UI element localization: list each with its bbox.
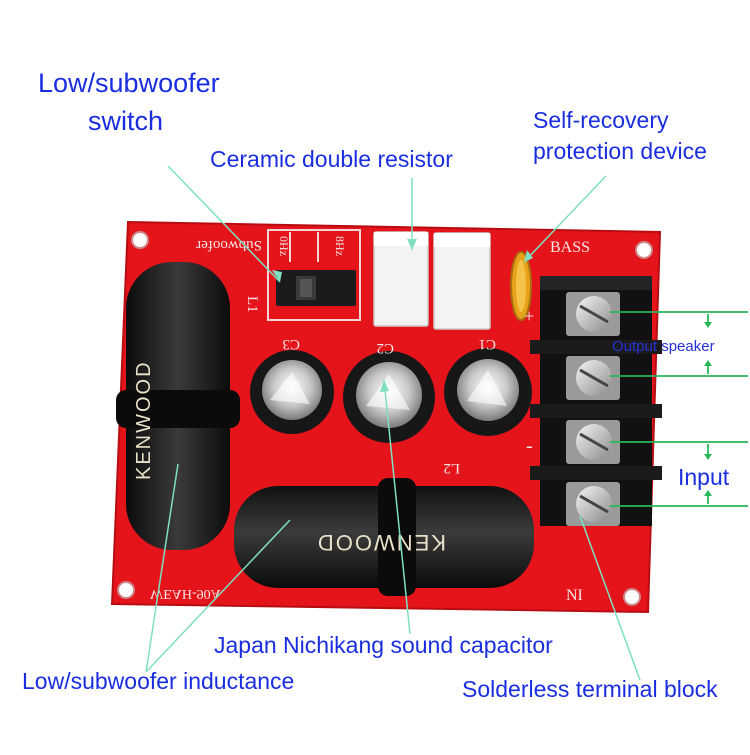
silk-minus: - xyxy=(526,435,533,457)
inductor-bottom-brand: KENWOOD xyxy=(316,530,446,555)
label-capacitor: Japan Nichikang sound capacitor xyxy=(214,632,553,658)
switch-outline xyxy=(267,229,361,321)
label-input: Input xyxy=(678,464,730,490)
capacitor-c3 xyxy=(250,350,334,434)
label-inductance: Low/subwoofer inductance xyxy=(22,668,295,694)
terminal-screw xyxy=(566,420,620,464)
silk-l1: L1 xyxy=(244,296,260,313)
inductor-left-brand: KENWOOD xyxy=(133,360,155,480)
silk-0hz: 0Hz xyxy=(277,236,291,256)
terminal-screw xyxy=(566,292,620,336)
lead-arrowheads xyxy=(704,322,712,496)
inductor-bottom: KENWOOD xyxy=(234,478,534,596)
terminal-screw xyxy=(566,356,620,400)
silk-model: WEAH-90A xyxy=(150,586,222,601)
silk-c1: C1 xyxy=(478,336,496,352)
mount-hole xyxy=(635,241,653,259)
capacitor-c1 xyxy=(444,348,532,436)
pointer-arrowheads xyxy=(272,239,533,392)
silk-subwoofer: Subwoofer xyxy=(196,237,262,253)
label-self-recovery-line1: Self-recovery xyxy=(533,107,669,133)
silk-bass: BASS xyxy=(550,239,590,256)
silk-plus: + xyxy=(524,306,534,326)
mount-hole xyxy=(131,231,149,249)
label-switch-line1: Low/subwoofer xyxy=(38,68,220,98)
label-terminal-block: Solderless terminal block xyxy=(462,676,718,702)
silk-8hz: 8Hz xyxy=(333,236,347,256)
silk-c3: C3 xyxy=(282,336,300,352)
label-self-recovery-line2: protection device xyxy=(533,138,707,164)
silk-l2: L2 xyxy=(443,460,460,476)
label-output-speaker: Output speaker xyxy=(612,338,715,355)
callout-pointers xyxy=(145,165,641,681)
terminal-screw xyxy=(566,482,620,526)
label-switch-line2: switch xyxy=(88,106,164,136)
mount-hole xyxy=(623,588,641,606)
inductor-left: KENWOOD xyxy=(116,262,240,550)
silk-in: NI xyxy=(566,587,583,604)
mount-hole xyxy=(117,581,135,599)
slide-switch xyxy=(276,270,356,306)
polyfuse xyxy=(510,251,532,321)
capacitor-c2 xyxy=(343,351,435,443)
ceramic-resistor xyxy=(373,231,491,330)
label-ceramic-resistor: Ceramic double resistor xyxy=(210,146,453,172)
terminal-leads xyxy=(610,311,748,507)
silk-c2: C2 xyxy=(376,340,394,356)
terminal-block xyxy=(530,276,662,526)
